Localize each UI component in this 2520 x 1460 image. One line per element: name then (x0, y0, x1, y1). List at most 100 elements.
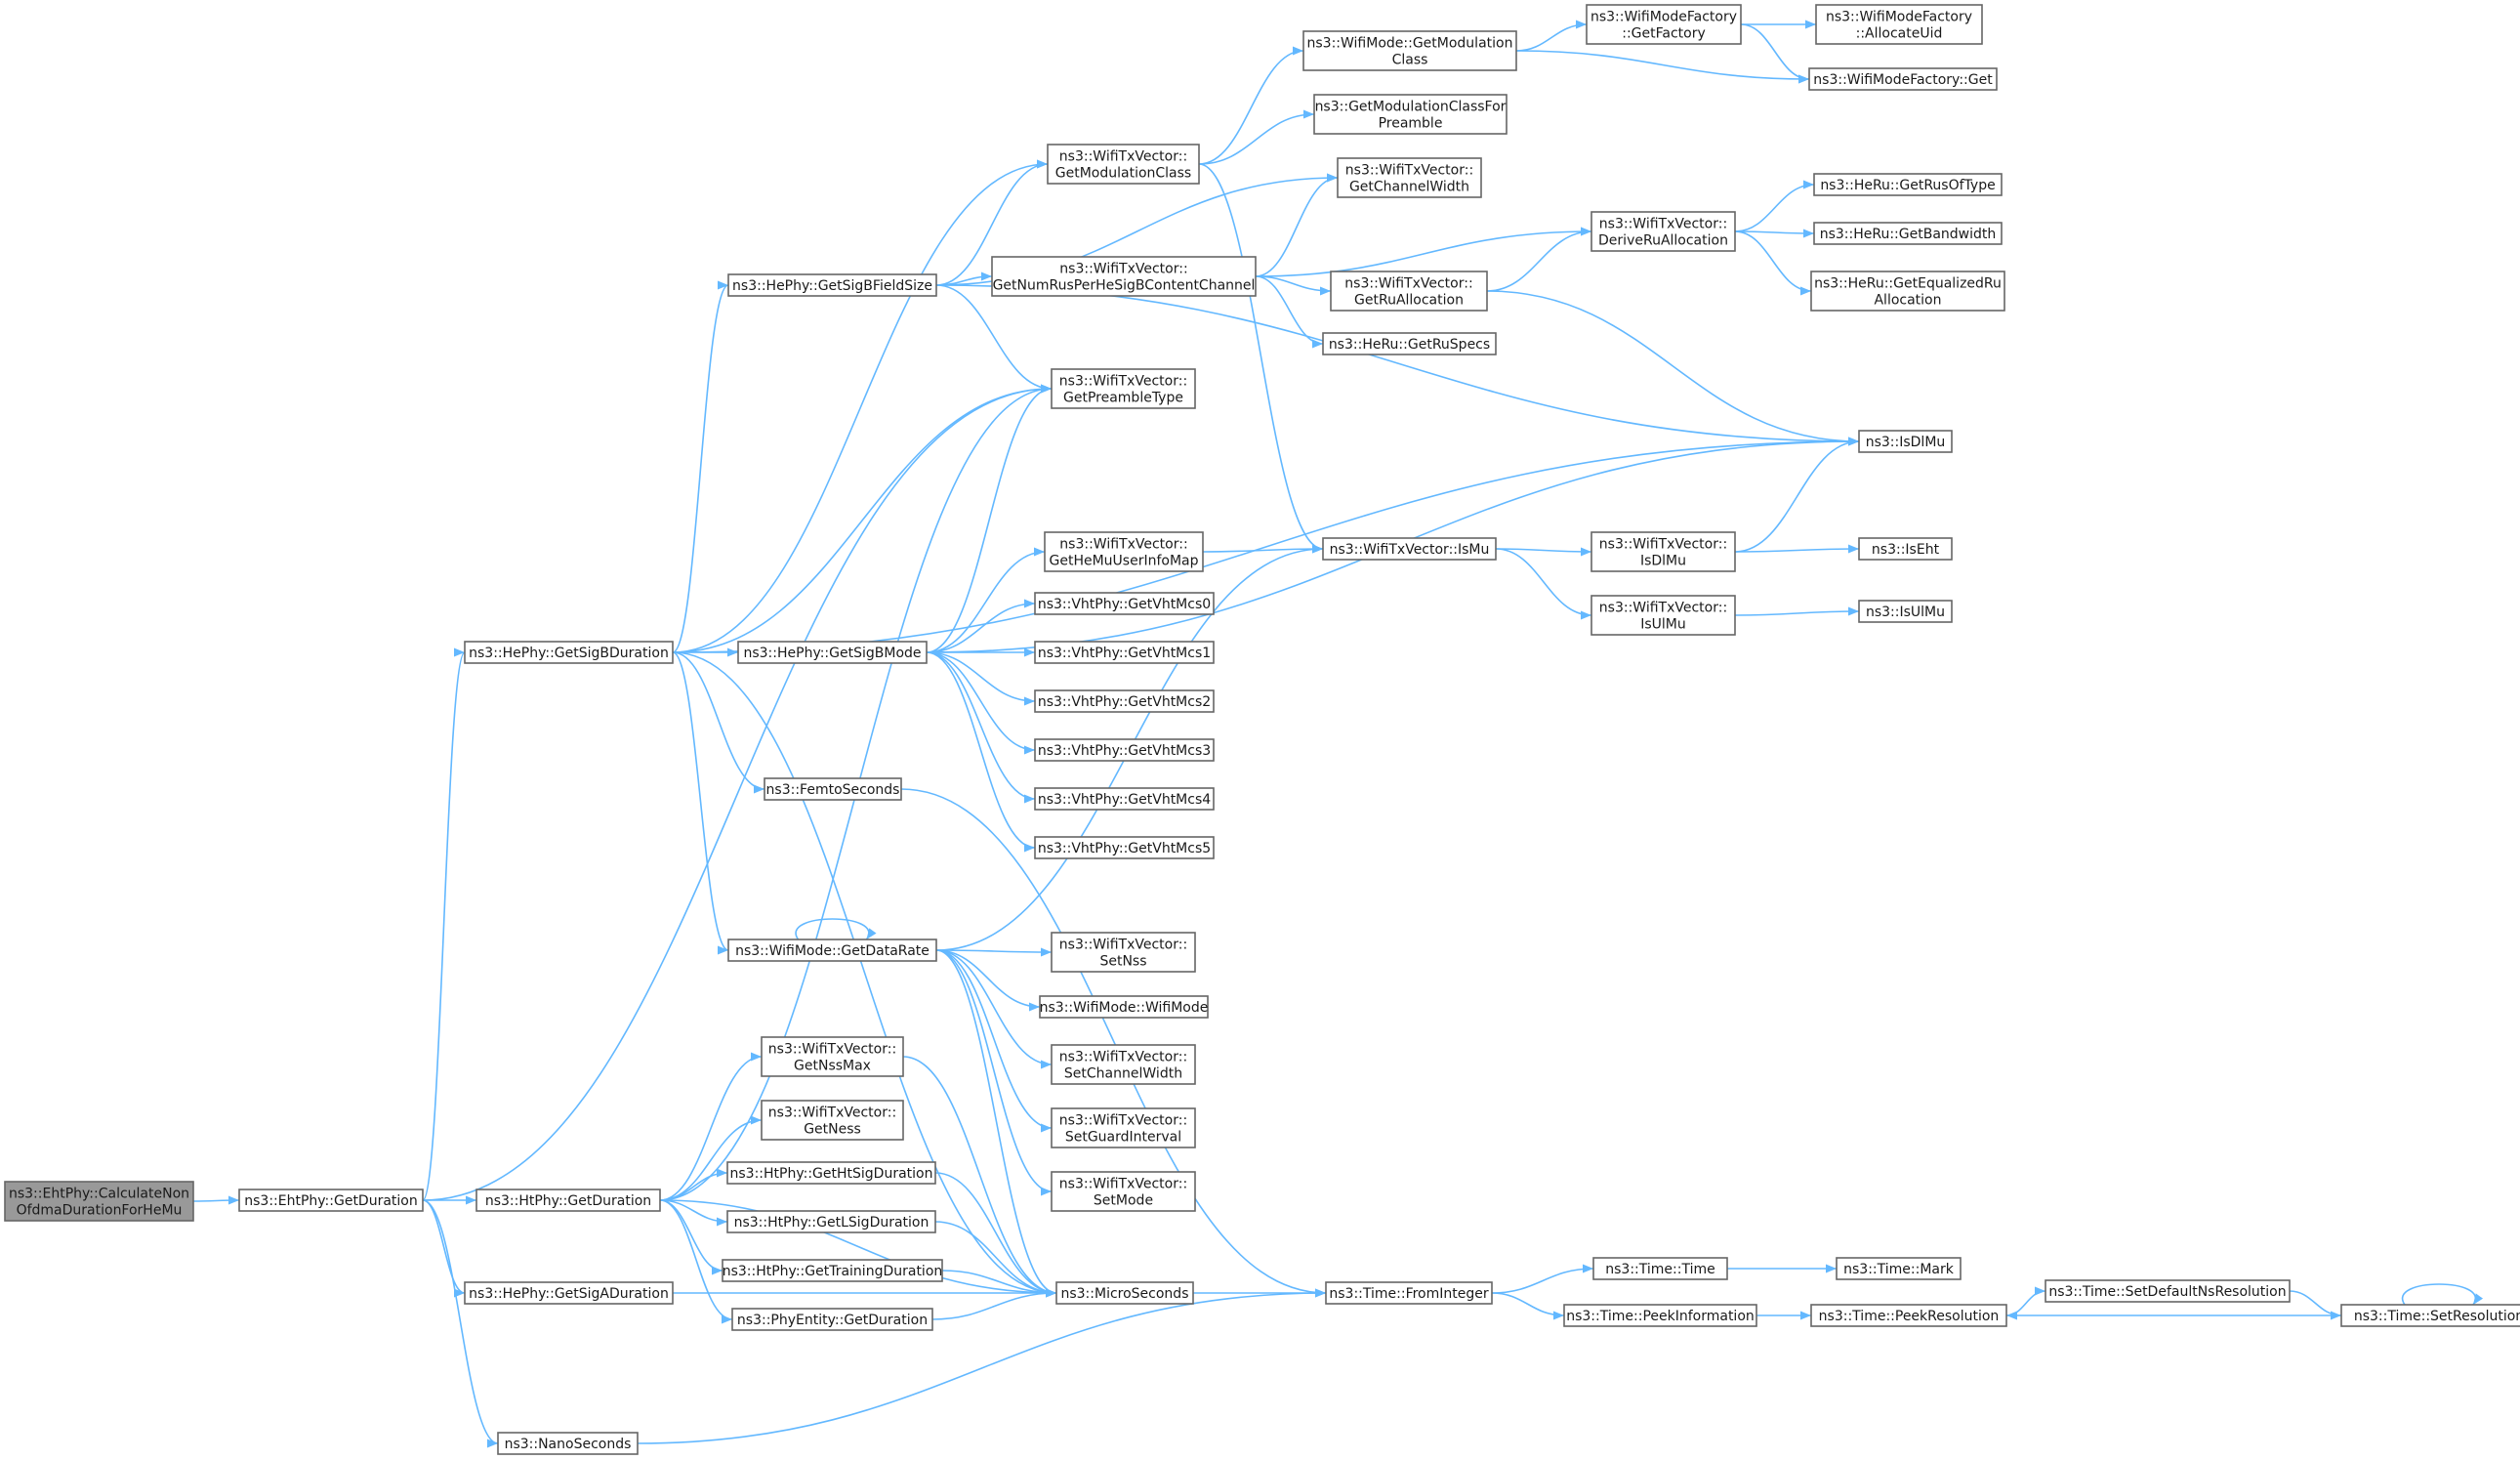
edge-nanoseconds-to-time_frominteger (637, 1292, 1327, 1444)
node-txv_getnssmax[interactable]: ns3::WifiTxVector::GetNssMax (761, 1036, 904, 1077)
node-phyentity_getduration[interactable]: ns3::PhyEntity::GetDuration (731, 1308, 933, 1331)
edge-time_setresolution-to-time_peekresolution-arrow (2006, 1311, 2017, 1320)
node-wifimode_getmodulationclass[interactable]: ns3::WifiMode::GetModulationClass (1302, 30, 1517, 71)
node-ht_gethtsigduration[interactable]: ns3::HtPhy::GetHtSigDuration (726, 1161, 936, 1185)
node-eht_getduration[interactable]: ns3::EhtPhy::GetDuration (238, 1189, 424, 1212)
node-ht_getlsigduration[interactable]: ns3::HtPhy::GetLSigDuration (726, 1210, 936, 1233)
node-box-ht_gettrainingduration (722, 1259, 943, 1282)
node-time_time[interactable]: ns3::Time::Time (1592, 1257, 1728, 1280)
node-heru_getruspecs[interactable]: ns3::HeRu::GetRuSpecs (1322, 332, 1497, 355)
edge-txv_getmodulationclass-to-getmodclassforpreamble-arrow (1303, 109, 1314, 119)
node-label: ns3::HeRu::GetEqualizedRu (1814, 276, 2002, 292)
edge-wifimode_getmodulationclass-to-wmf_getfactory-arrow (1576, 20, 1587, 29)
edge-wifimode_getdatarate-to-txv_setguardinterval-arrow (1041, 1123, 1052, 1133)
node-label: ns3::NanoSeconds (505, 1437, 632, 1452)
node-txv_setmode[interactable]: ns3::WifiTxVector::SetMode (1051, 1171, 1196, 1212)
node-txv_getruallocation[interactable]: ns3::WifiTxVector::GetRuAllocation (1330, 271, 1488, 312)
node-txv_deriveruallocation[interactable]: ns3::WifiTxVector::DeriveRuAllocation (1590, 211, 1736, 252)
node-box-time_time (1592, 1257, 1728, 1280)
node-label: SetChannelWidth (1064, 1066, 1182, 1082)
edge-he_getsigbfieldsize-to-txv_getmodulationclass (935, 163, 1049, 286)
node-time_frominteger[interactable]: ns3::Time::FromInteger (1325, 1281, 1493, 1305)
node-box-heru_getruspecs (1322, 332, 1497, 355)
node-wmf_get[interactable]: ns3::WifiModeFactory::Get (1808, 67, 1998, 91)
node-box-he_getsigbfieldsize (727, 273, 937, 297)
node-txv_setguardinterval[interactable]: ns3::WifiTxVector::SetGuardInterval (1051, 1107, 1196, 1148)
node-txv_setchannelwidth[interactable]: ns3::WifiTxVector::SetChannelWidth (1051, 1044, 1196, 1085)
node-label: SetMode (1094, 1193, 1153, 1209)
node-label: ns3::WifiTxVector:: (1059, 149, 1187, 165)
node-txv_ismu[interactable]: ns3::WifiTxVector::IsMu (1322, 537, 1497, 561)
node-ht_getduration[interactable]: ns3::HtPhy::GetDuration (475, 1189, 661, 1212)
node-label: GetNumRusPerHeSigBContentChannel (993, 278, 1256, 294)
edge-he_getsigbmode-to-txv_getpreambletype-arrow (1041, 384, 1052, 394)
node-box-txv_getruallocation (1330, 271, 1488, 312)
node-label: ns3::WifiTxVector:: (1059, 374, 1187, 390)
node-he_getsigaduration[interactable]: ns3::HePhy::GetSigADuration (464, 1281, 674, 1305)
node-label: ns3::HeRu::GetRuSpecs (1329, 337, 1490, 353)
node-he_getsigbduration[interactable]: ns3::HePhy::GetSigBDuration (464, 641, 674, 664)
node-he_getsigbfieldsize[interactable]: ns3::HePhy::GetSigBFieldSize (727, 273, 937, 297)
node-isdlmu[interactable]: ns3::IsDlMu (1858, 430, 1953, 453)
edge-he_getsigbduration-to-he_getsigbmode-arrow (727, 647, 738, 657)
edge-txv_getruallocation-to-txv_deriveruallocation-arrow (1581, 227, 1591, 236)
node-box-txv_isdlmu (1590, 531, 1736, 572)
node-wifimode_wifimode[interactable]: ns3::WifiMode::WifiMode (1039, 995, 1209, 1019)
node-wifimode_getdatarate[interactable]: ns3::WifiMode::GetDataRate (727, 939, 937, 962)
node-vht_mcs5[interactable]: ns3::VhtPhy::GetVhtMcs5 (1034, 836, 1215, 859)
node-time_setresolution[interactable]: ns3::Time::SetResolution (2340, 1304, 2520, 1327)
node-heru_getbandwidth[interactable]: ns3::HeRu::GetBandwidth (1813, 222, 2003, 245)
node-vht_mcs3[interactable]: ns3::VhtPhy::GetVhtMcs3 (1034, 738, 1215, 762)
node-femtoseconds[interactable]: ns3::FemtoSeconds (764, 777, 902, 801)
edge-microseconds-to-time_frominteger-arrow (1315, 1288, 1326, 1298)
node-time_peekinformation[interactable]: ns3::Time::PeekInformation (1563, 1304, 1757, 1327)
node-wmf_allocateuid[interactable]: ns3::WifiModeFactory::AllocateUid (1815, 4, 1983, 45)
node-vht_mcs0[interactable]: ns3::VhtPhy::GetVhtMcs0 (1034, 592, 1215, 615)
node-vht_mcs2[interactable]: ns3::VhtPhy::GetVhtMcs2 (1034, 689, 1215, 713)
node-label: ns3::WifiTxVector:: (1345, 163, 1473, 179)
edge-txv_isulmu-to-isulmu (1734, 610, 1860, 616)
node-vht_mcs1[interactable]: ns3::VhtPhy::GetVhtMcs1 (1034, 641, 1215, 664)
node-nanoseconds[interactable]: ns3::NanoSeconds (497, 1432, 639, 1455)
edge-txv_getnssmax-to-microseconds (902, 1056, 1057, 1294)
node-he_getsigbmode[interactable]: ns3::HePhy::GetSigBMode (737, 641, 928, 664)
edge-txv_getnumrus-to-txv_getchannelwidth (1255, 177, 1339, 277)
node-iseht[interactable]: ns3::IsEht (1858, 537, 1953, 561)
node-txv_isulmu[interactable]: ns3::WifiTxVector::IsUlMu (1590, 595, 1736, 636)
node-vht_mcs4[interactable]: ns3::VhtPhy::GetVhtMcs4 (1034, 787, 1215, 811)
node-txv_setnss[interactable]: ns3::WifiTxVector::SetNss (1051, 932, 1196, 973)
node-time_peekresolution[interactable]: ns3::Time::PeekResolution (1810, 1304, 2007, 1327)
node-txv_getmodulationclass[interactable]: ns3::WifiTxVector::GetModulationClass (1047, 144, 1200, 185)
node-ht_gettrainingduration[interactable]: ns3::HtPhy::GetTrainingDuration (722, 1259, 943, 1282)
node-root[interactable]: ns3::EhtPhy::CalculateNonOfdmaDurationFo… (4, 1181, 194, 1222)
node-label: ns3::HePhy::GetSigBFieldSize (732, 278, 932, 294)
node-heru_getrusoftype[interactable]: ns3::HeRu::GetRusOfType (1813, 173, 2003, 196)
node-txv_getness[interactable]: ns3::WifiTxVector::GetNess (761, 1100, 904, 1141)
node-box-vht_mcs5 (1034, 836, 1215, 859)
node-txv_gethemuuserinfomap[interactable]: ns3::WifiTxVector::GetHeMuUserInfoMap (1044, 531, 1204, 572)
edge-he_getsigbmode-to-vht_mcs0 (926, 603, 1036, 653)
node-box-txv_setnss (1051, 932, 1196, 973)
edge-he_getsigbduration-to-txv_getmodulationclass (672, 163, 1049, 653)
edge-ht_getduration-to-txv_getness (659, 1119, 763, 1201)
node-txv_getnumrus[interactable]: ns3::WifiTxVector::GetNumRusPerHeSigBCon… (991, 256, 1257, 297)
node-txv_getpreambletype[interactable]: ns3::WifiTxVector::GetPreambleType (1051, 368, 1196, 409)
node-isulmu[interactable]: ns3::IsUlMu (1858, 600, 1953, 623)
edge-femtoseconds-to-time_frominteger (900, 788, 1327, 1294)
node-microseconds[interactable]: ns3::MicroSeconds (1055, 1281, 1194, 1305)
node-txv_getchannelwidth[interactable]: ns3::WifiTxVector::GetChannelWidth (1337, 157, 1482, 198)
edge-he_getsigbfieldsize-to-txv_getnumrus-arrow (981, 271, 992, 281)
node-time_setdefaultnsresolution[interactable]: ns3::Time::SetDefaultNsResolution (2045, 1279, 2291, 1303)
edge-wifimode_getdatarate-to-txv_setmode (935, 949, 1053, 1192)
edge-time_peekresolution-to-time_setdefaultnsresolution (2005, 1290, 2046, 1316)
node-time_mark[interactable]: ns3::Time::Mark (1836, 1257, 1962, 1280)
edge-time_peekinformation-to-time_peekresolution-arrow (1800, 1311, 1811, 1320)
node-box-nanoseconds (497, 1432, 639, 1455)
node-txv_isdlmu[interactable]: ns3::WifiTxVector::IsDlMu (1590, 531, 1736, 572)
node-wmf_getfactory[interactable]: ns3::WifiModeFactory::GetFactory (1586, 4, 1742, 45)
edge-he_getsigbmode-to-vht_mcs2 (926, 651, 1036, 702)
node-label: ns3::Time::PeekResolution (1819, 1309, 2000, 1324)
